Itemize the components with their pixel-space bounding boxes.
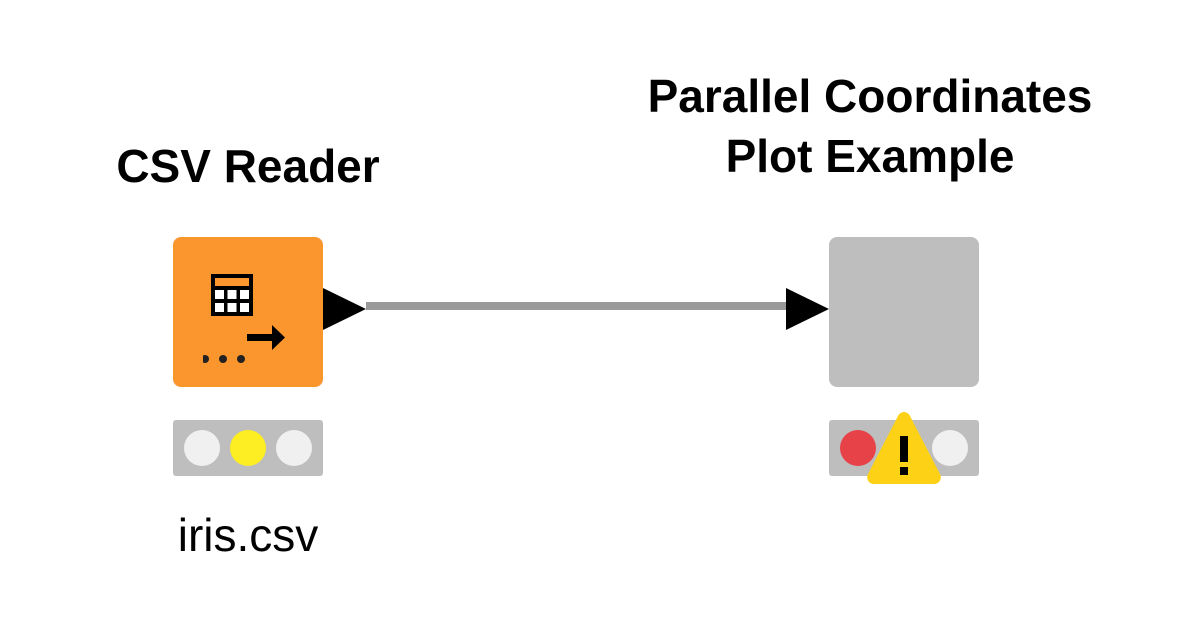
table-arrow-icon xyxy=(203,274,285,363)
parallel-coordinates-title: Parallel Coordinates Plot Example xyxy=(560,66,1180,186)
csv-reader-annotation: iris.csv xyxy=(177,509,319,561)
parallel-coordinates-title-line1: Parallel Coordinates xyxy=(647,70,1093,122)
status-light-red-on xyxy=(840,430,876,466)
parallel-coordinates-node[interactable] xyxy=(829,237,979,387)
status-light-green-off xyxy=(932,430,968,466)
parallel-coordinates-title-line2: Plot Example xyxy=(725,130,1015,182)
connection-line[interactable] xyxy=(366,302,786,310)
csv-reader-status-bar xyxy=(173,420,323,476)
warning-icon[interactable] xyxy=(864,408,944,486)
csv-reader-node[interactable] xyxy=(173,237,323,387)
status-light-red-off xyxy=(184,430,220,466)
status-light-green-off xyxy=(276,430,312,466)
parallel-coordinates-input-port[interactable] xyxy=(786,288,829,330)
csv-reader-title: CSV Reader xyxy=(116,140,380,192)
csv-reader-output-port[interactable] xyxy=(323,288,366,330)
status-light-yellow-on xyxy=(230,430,266,466)
